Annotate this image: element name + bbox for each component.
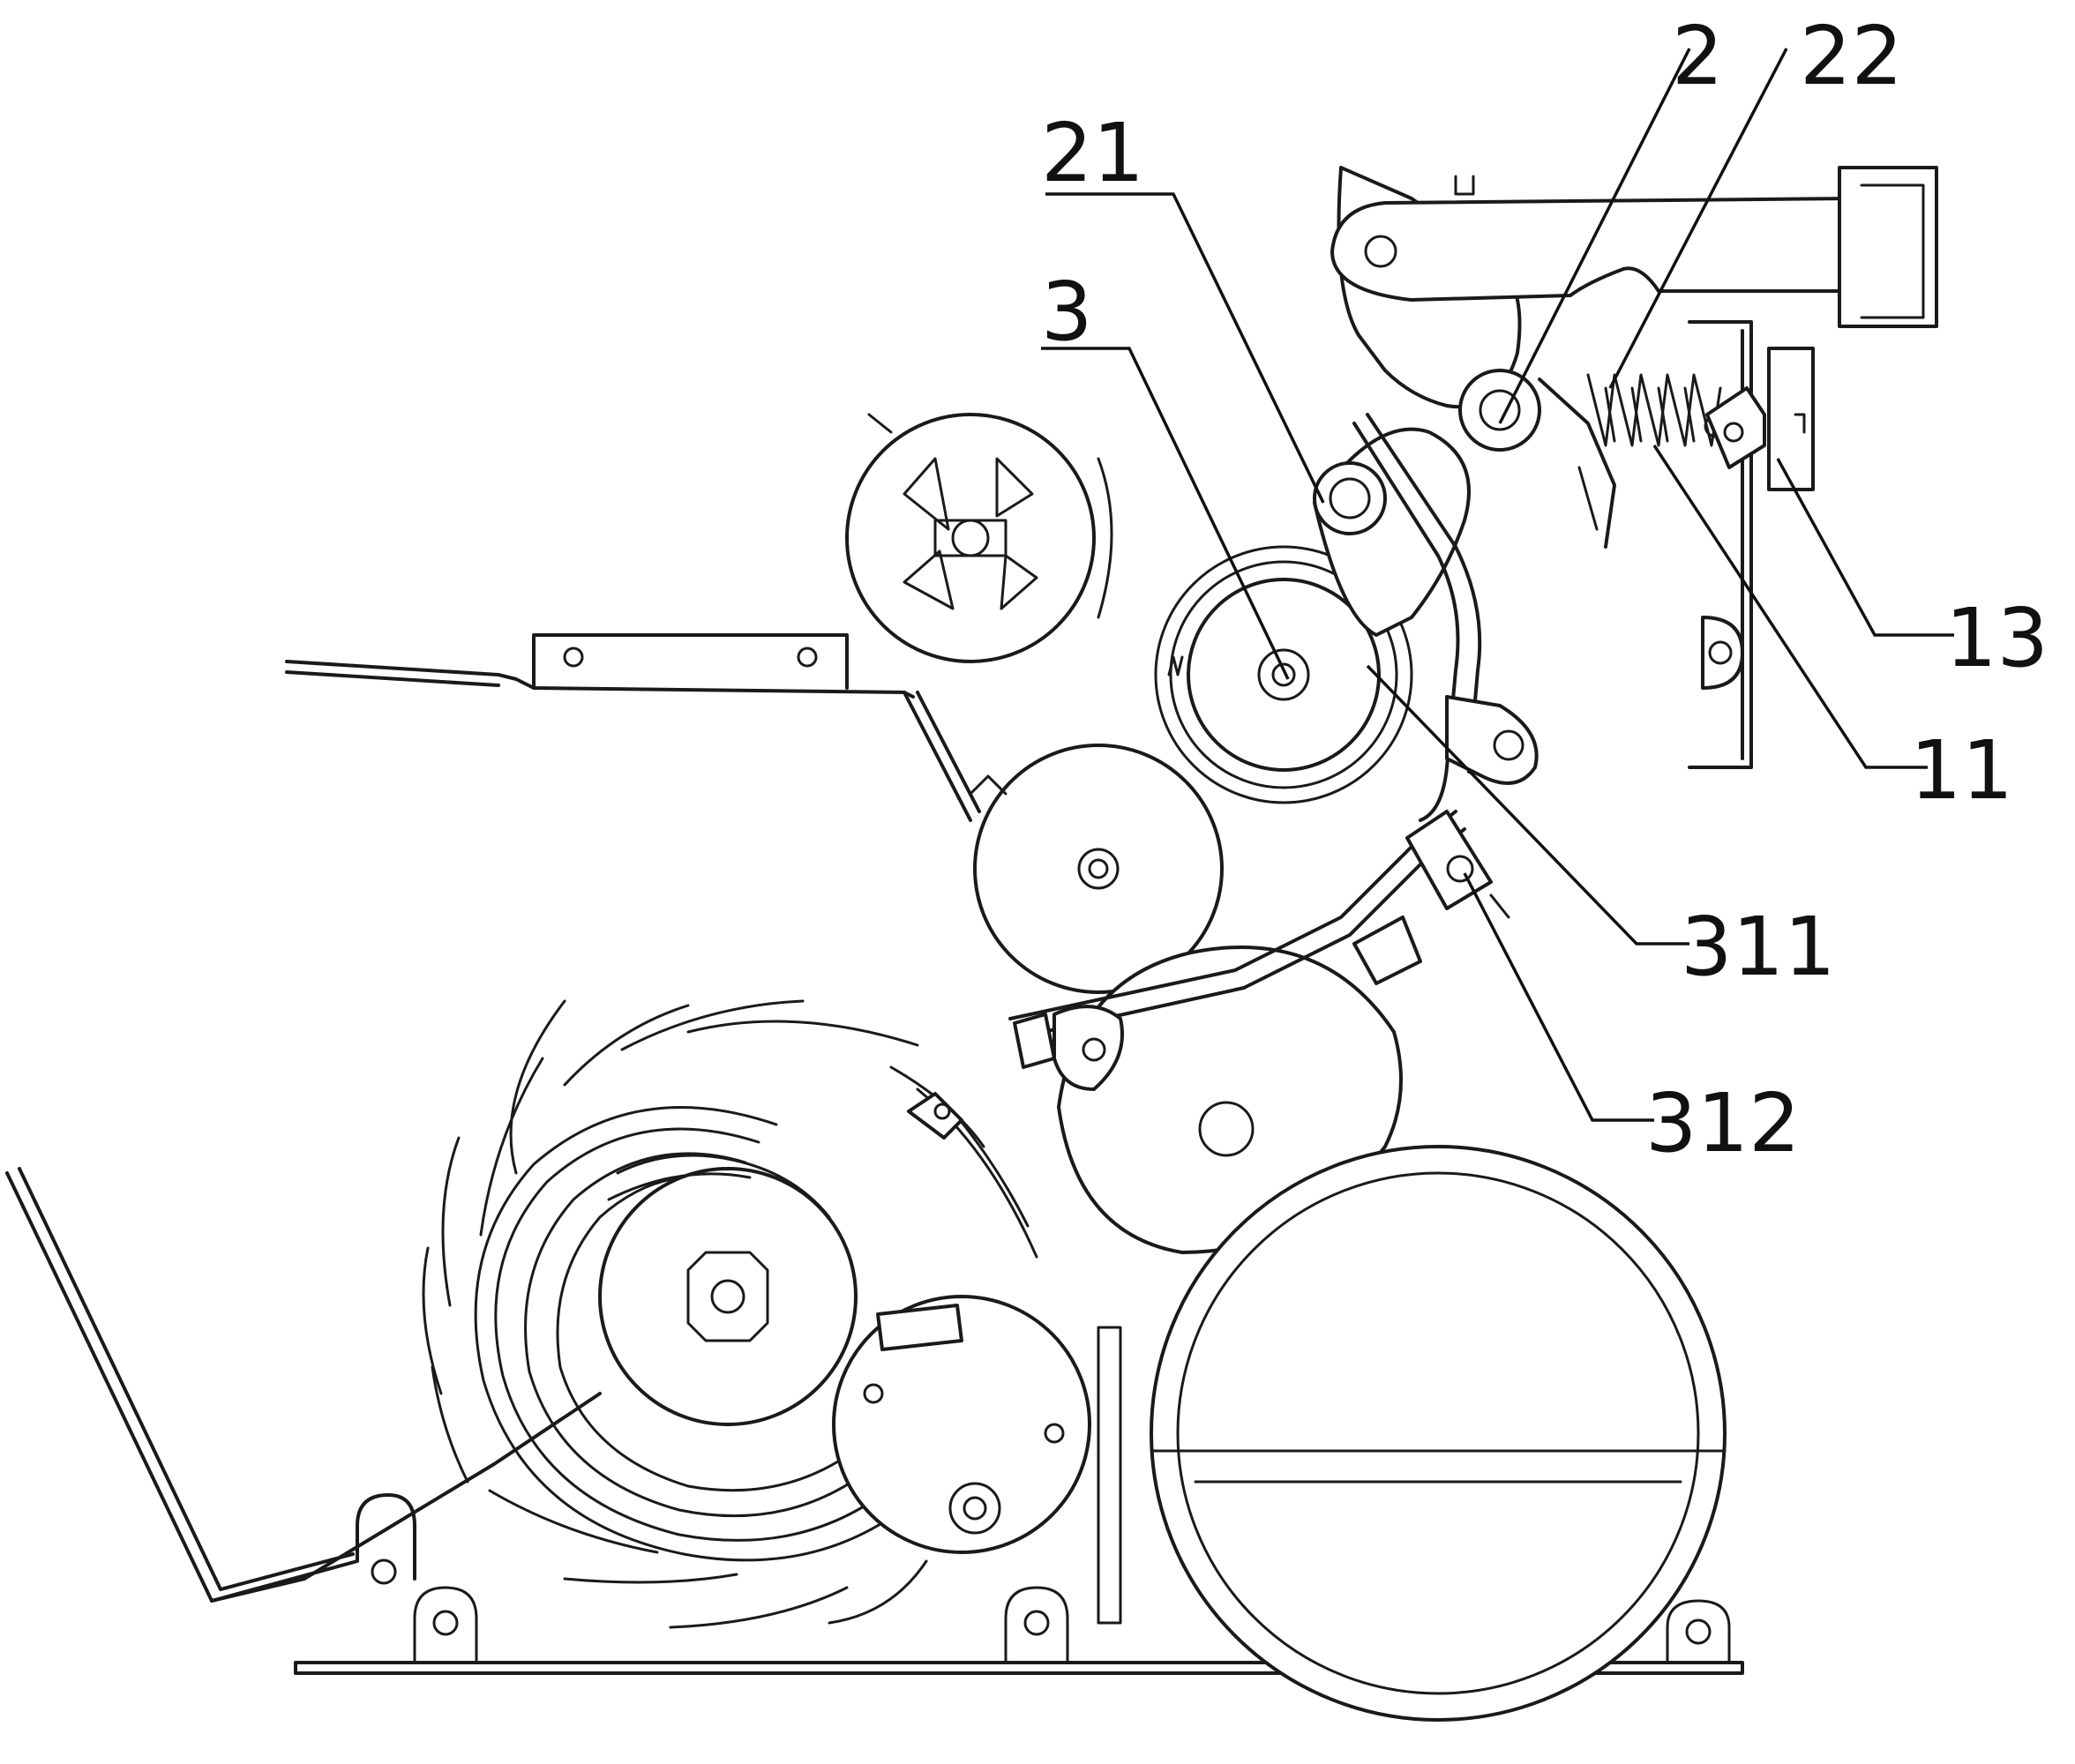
swing-arm bbox=[1313, 413, 1539, 822]
label-13: 13 bbox=[1945, 591, 2049, 685]
top-bracket bbox=[285, 633, 981, 822]
brush-roll bbox=[422, 999, 1038, 1629]
feed-tray bbox=[5, 1167, 602, 1603]
leader-lines bbox=[1041, 48, 1954, 1122]
label-2: 2 bbox=[1672, 9, 1724, 103]
label-11: 11 bbox=[1910, 723, 2013, 818]
gear-3 bbox=[1154, 545, 1413, 804]
label-3: 3 bbox=[1041, 265, 1093, 359]
label-21: 21 bbox=[1041, 106, 1144, 200]
pinch-roller bbox=[969, 744, 1224, 994]
reference-labels: 2 22 21 3 13 11 311 312 bbox=[1041, 9, 2049, 1170]
base-plate bbox=[294, 1586, 1744, 1675]
label-311: 311 bbox=[1681, 900, 1836, 994]
motor bbox=[832, 1295, 1091, 1554]
guide-plate bbox=[907, 810, 1510, 1140]
top-handle bbox=[1330, 166, 1938, 328]
side-bracket bbox=[1688, 320, 1815, 769]
label-22: 22 bbox=[1800, 9, 1903, 103]
upper-drum bbox=[845, 413, 1113, 663]
large-wheel bbox=[1097, 1145, 1727, 1722]
label-312: 312 bbox=[1645, 1076, 1801, 1170]
spring-11 bbox=[1586, 373, 1728, 447]
